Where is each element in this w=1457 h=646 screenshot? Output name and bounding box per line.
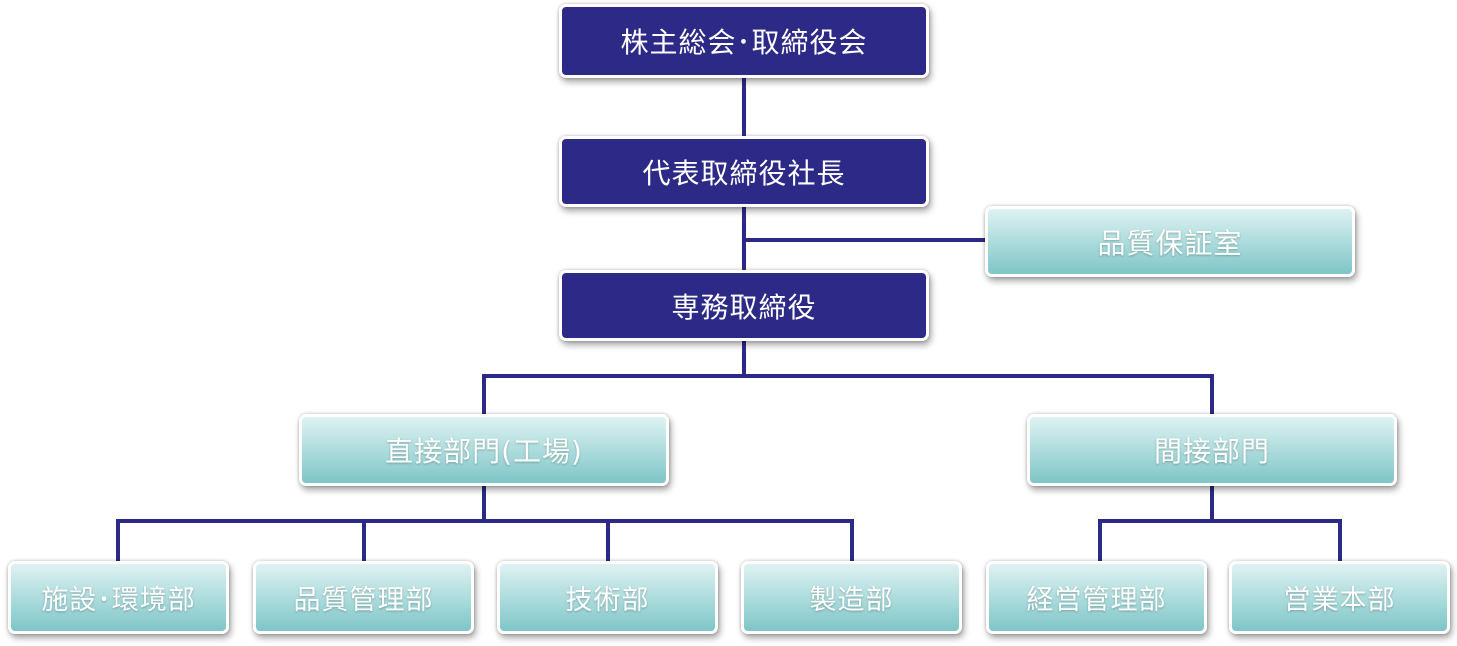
president-box: 代表取締役社長	[559, 136, 929, 207]
direct-division-box: 直接部門(工場)	[299, 414, 669, 486]
indirect-division-label: 間接部門	[1153, 435, 1270, 468]
technology-box: 技術部	[497, 561, 718, 634]
shareholders-board-box: 株主総会･取締役会	[559, 4, 929, 78]
technology-label: 技術部	[565, 585, 650, 616]
business-mgmt-label: 経営管理部	[1026, 585, 1167, 616]
shareholders-board-label: 株主総会･取締役会	[620, 26, 868, 59]
direct-division-label: 直接部門(工場)	[385, 435, 583, 468]
manufacturing-box: 製造部	[741, 561, 962, 634]
quality-assurance-box: 品質保証室	[985, 206, 1355, 277]
facilities-env-label: 施設･環境部	[41, 585, 196, 616]
quality-assurance-label: 品質保証室	[1097, 226, 1243, 260]
quality-mgmt-box: 品質管理部	[253, 561, 474, 634]
business-mgmt-box: 経営管理部	[986, 561, 1207, 634]
sales-label: 営業本部	[1283, 585, 1396, 616]
indirect-division-box: 間接部門	[1027, 414, 1397, 486]
managing-director-box: 専務取締役	[559, 270, 929, 341]
manufacturing-label: 製造部	[809, 585, 894, 616]
president-label: 代表取締役社長	[642, 156, 846, 190]
managing-director-label: 専務取締役	[671, 290, 817, 324]
sales-box: 営業本部	[1229, 561, 1450, 634]
quality-mgmt-label: 品質管理部	[293, 585, 434, 616]
facilities-env-box: 施設･環境部	[8, 561, 229, 634]
